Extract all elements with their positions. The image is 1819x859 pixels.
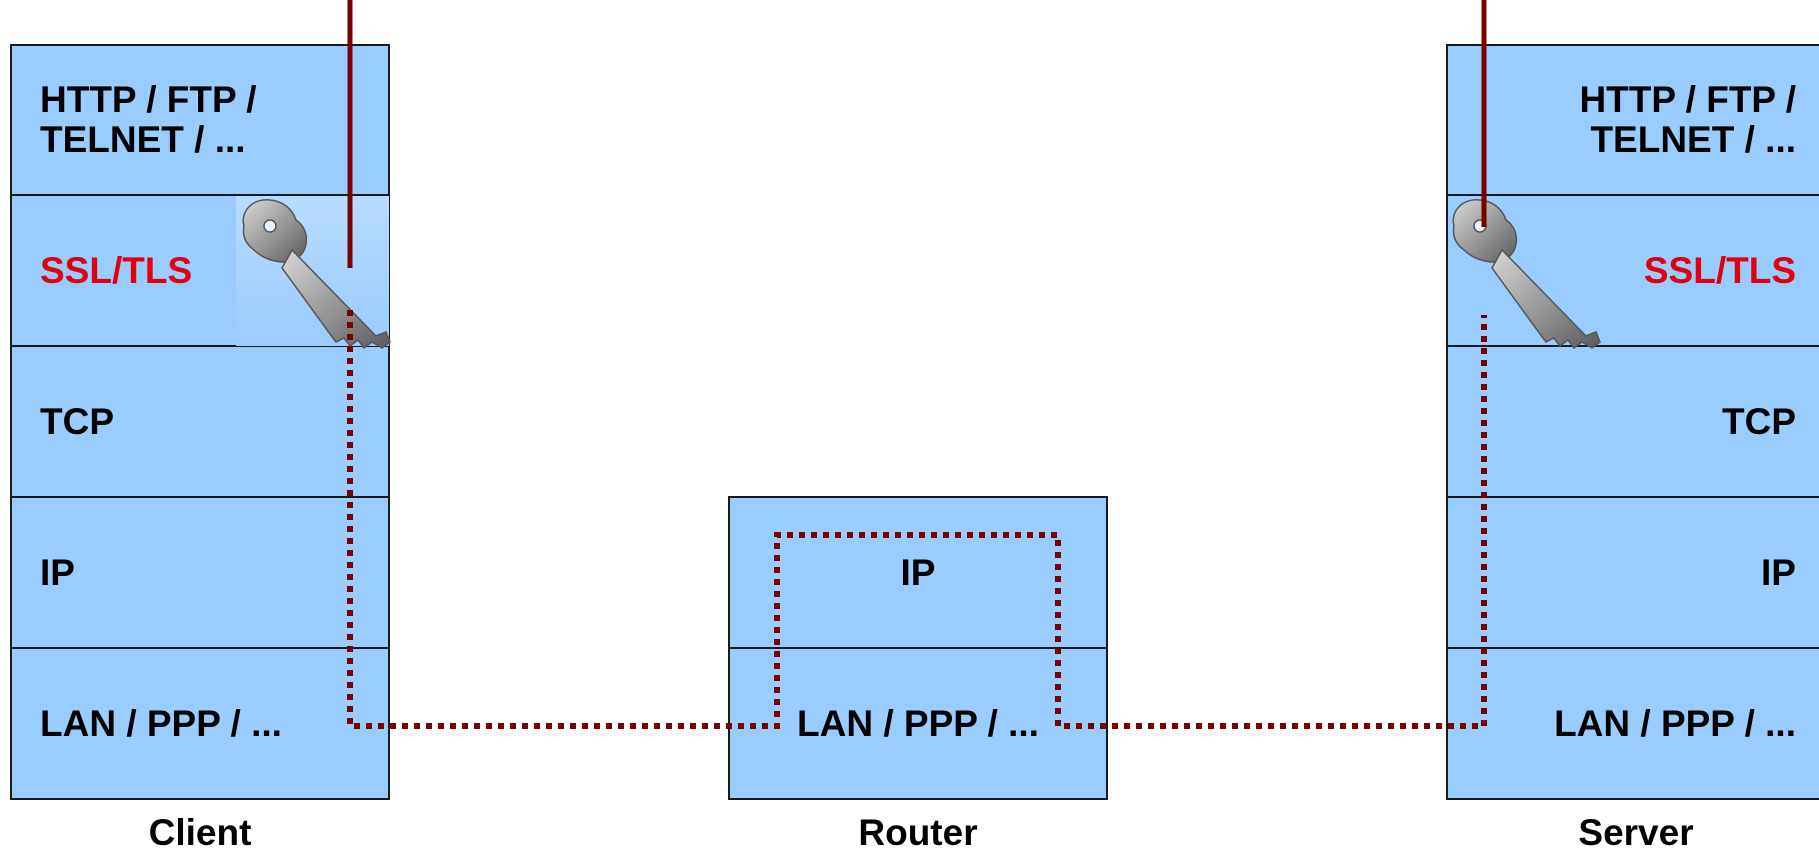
server-layer-ssl-label: SSL/TLS (1643, 249, 1796, 291)
router-layer-ip-label: IP (900, 551, 936, 593)
client-key-icon (236, 196, 391, 349)
router-layer-link-label: LAN / PPP / ... (797, 702, 1039, 744)
client-layer-ip-label: IP (40, 551, 75, 593)
server-layer-ssl: SSL/TLS (1446, 194, 1819, 347)
router-caption: Router (858, 812, 978, 853)
server-layer-link: LAN / PPP / ... (1446, 647, 1819, 800)
router-layer-ip: IP (728, 496, 1108, 649)
data-path-line (347, 310, 1487, 729)
client-caption: Client (148, 812, 252, 853)
server-layer-ip-label: IP (1761, 551, 1796, 593)
server-layer-link-label: LAN / PPP / ... (1554, 702, 1796, 744)
client-layer-application: HTTP / FTP / TELNET / ... (10, 44, 390, 196)
server-key-icon (1452, 199, 1601, 349)
server-layer-tcp: TCP (1446, 345, 1819, 498)
client-layer-tcp-label: TCP (40, 400, 114, 442)
router-layer-link: LAN / PPP / ... (728, 647, 1108, 800)
server-layer-application-label: HTTP / FTP / TELNET / ... (1579, 79, 1796, 160)
client-layer-link-label: LAN / PPP / ... (40, 702, 282, 744)
server-caption: Server (1578, 812, 1694, 853)
client-layer-application-label: HTTP / FTP / TELNET / ... (40, 79, 257, 160)
client-layer-tcp: TCP (10, 345, 390, 498)
client-layer-ssl-label: SSL/TLS (40, 249, 193, 291)
server-layer-application: HTTP / FTP / TELNET / ... (1446, 44, 1819, 196)
client-layer-link: LAN / PPP / ... (10, 647, 390, 800)
server-layer-tcp-label: TCP (1722, 400, 1796, 442)
server-layer-ip: IP (1446, 496, 1819, 649)
